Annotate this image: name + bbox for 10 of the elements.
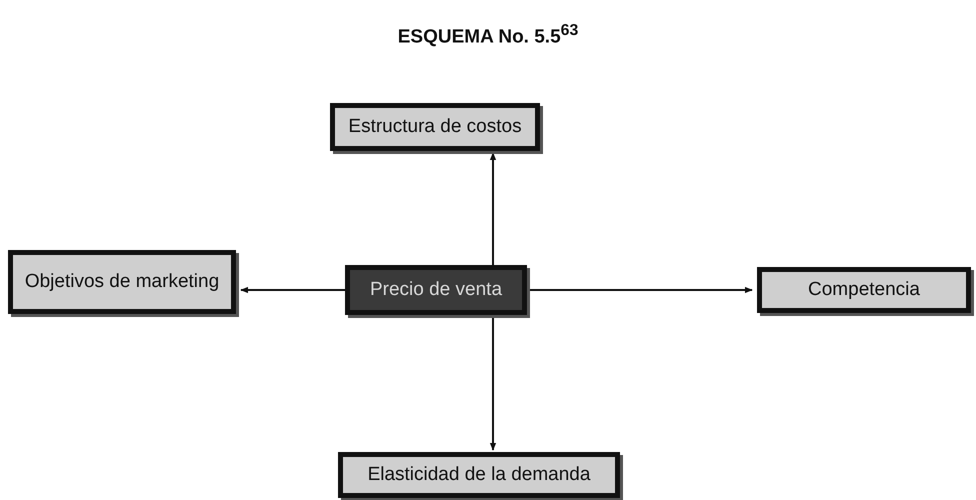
factor-box: Elasticidad de la demanda bbox=[338, 452, 620, 498]
arrow bbox=[490, 315, 496, 451]
arrow bbox=[240, 286, 345, 294]
diagram-title: ESQUEMA No. 5.5$^{63}$ bbox=[398, 22, 578, 48]
arrow bbox=[527, 286, 753, 294]
factor-box: Competencia bbox=[757, 267, 971, 313]
arrow bbox=[490, 152, 496, 265]
factor-box: Objetivos de marketing bbox=[8, 250, 236, 314]
factor-box: Estructura de costos bbox=[330, 103, 540, 151]
central-box: Precio de venta bbox=[345, 265, 527, 315]
